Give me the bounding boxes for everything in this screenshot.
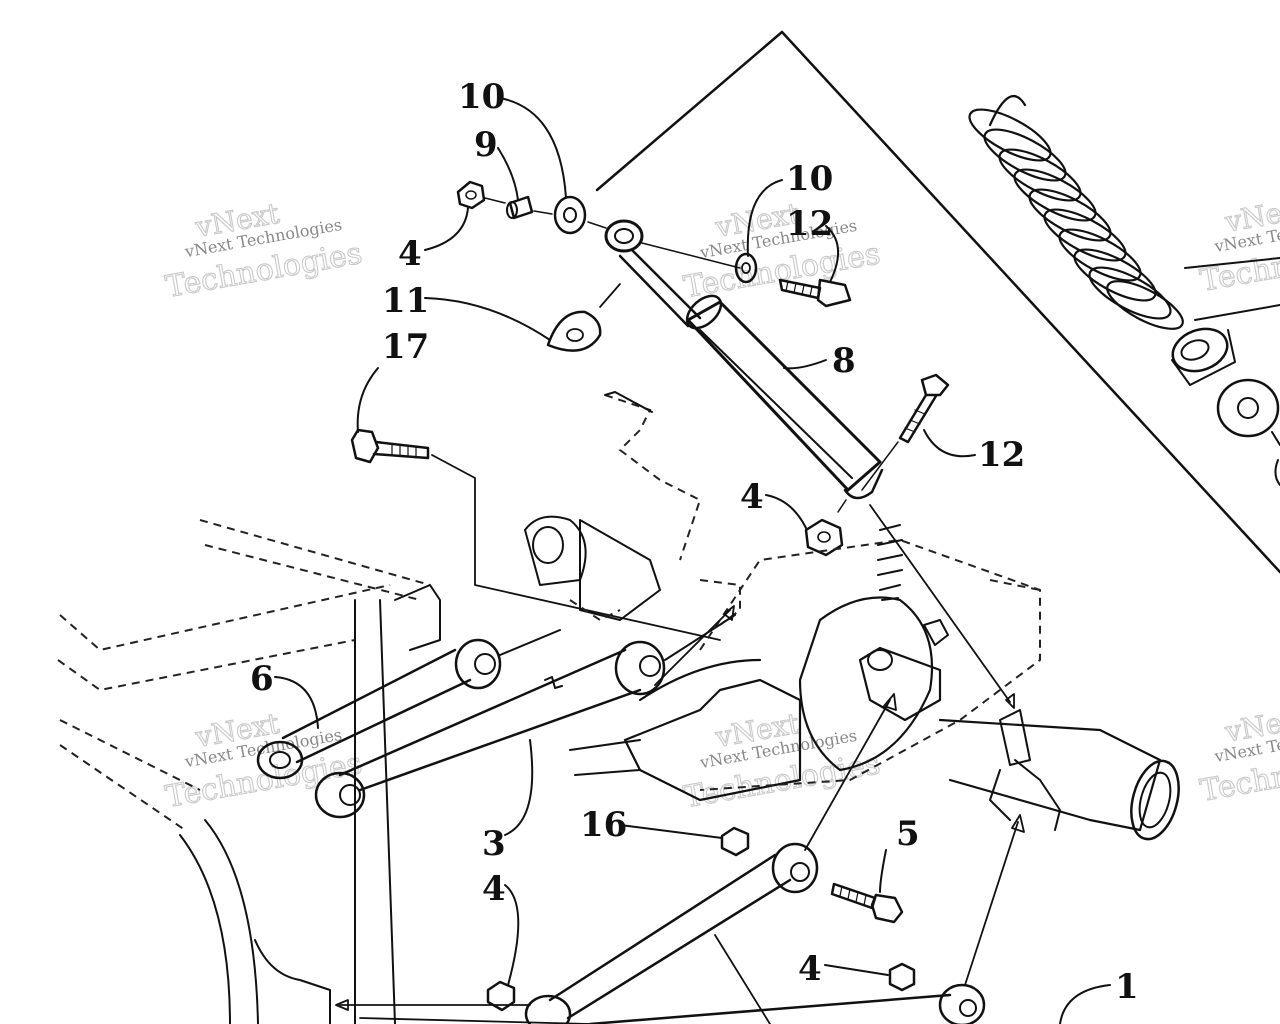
callout-10-right: 10 xyxy=(786,159,833,199)
exploded-view-border xyxy=(595,30,1280,574)
callout-4-lower: 4 xyxy=(482,869,506,909)
spring-washer xyxy=(1216,378,1280,486)
callout-5: 5 xyxy=(896,814,920,854)
spacer-washer-right xyxy=(734,252,758,284)
bushing-sleeve xyxy=(506,195,534,220)
callout-12-top: 12 xyxy=(786,204,833,244)
trailing-arm-lower xyxy=(314,614,736,819)
callout-4-top: 4 xyxy=(398,234,422,274)
coil-spring xyxy=(968,95,1280,330)
callout-10-top: 10 xyxy=(458,77,505,117)
callout-6: 6 xyxy=(250,659,274,699)
watermark-center: vNext vNext Technologies Technologies xyxy=(681,196,884,306)
shock-mount-bracket xyxy=(524,391,741,626)
mounting-bolt xyxy=(778,278,852,308)
lock-nut-4-lower xyxy=(486,980,516,1012)
callout-9: 9 xyxy=(474,125,498,165)
spacer-washer xyxy=(553,195,587,235)
lock-nut xyxy=(456,180,486,210)
watermark-right: vNext vNext Technologies Technologies xyxy=(1197,191,1280,300)
watermark-lower-center: vNext vNext Technologies Technologies xyxy=(681,706,884,816)
callout-4-right: 4 xyxy=(798,949,822,989)
mounting-bolt-lower xyxy=(861,373,950,491)
callout-11: 11 xyxy=(382,281,429,321)
lock-nut-4-right xyxy=(888,962,916,992)
callout-1: 1 xyxy=(1115,967,1139,1007)
trailing-arm-upper xyxy=(256,629,561,780)
callout-8: 8 xyxy=(832,341,856,381)
shock-cap xyxy=(546,283,621,352)
callout-3: 3 xyxy=(482,824,506,864)
watermark-left: vNext vNext Technologies Technologies xyxy=(163,196,366,305)
bolt-5 xyxy=(830,882,904,924)
lock-nut-16 xyxy=(720,826,750,857)
shock-absorber xyxy=(604,219,884,500)
callout-17: 17 xyxy=(382,327,429,367)
callout-16: 16 xyxy=(580,805,627,845)
watermark-lower-right: vNext vNext Technologies Technologies xyxy=(1197,701,1280,810)
lower-control-arm xyxy=(524,842,986,1024)
callout-labels: 10 9 4 11 17 10 12 8 12 4 6 3 16 5 4 4 1 xyxy=(250,77,1139,1007)
callout-12-right: 12 xyxy=(978,435,1025,475)
callout-4-shock: 4 xyxy=(740,477,764,517)
axle-housing xyxy=(569,524,1180,841)
lock-nut-shock xyxy=(804,499,847,557)
spring-collar xyxy=(1171,327,1236,386)
leader-lines xyxy=(274,97,1111,1024)
